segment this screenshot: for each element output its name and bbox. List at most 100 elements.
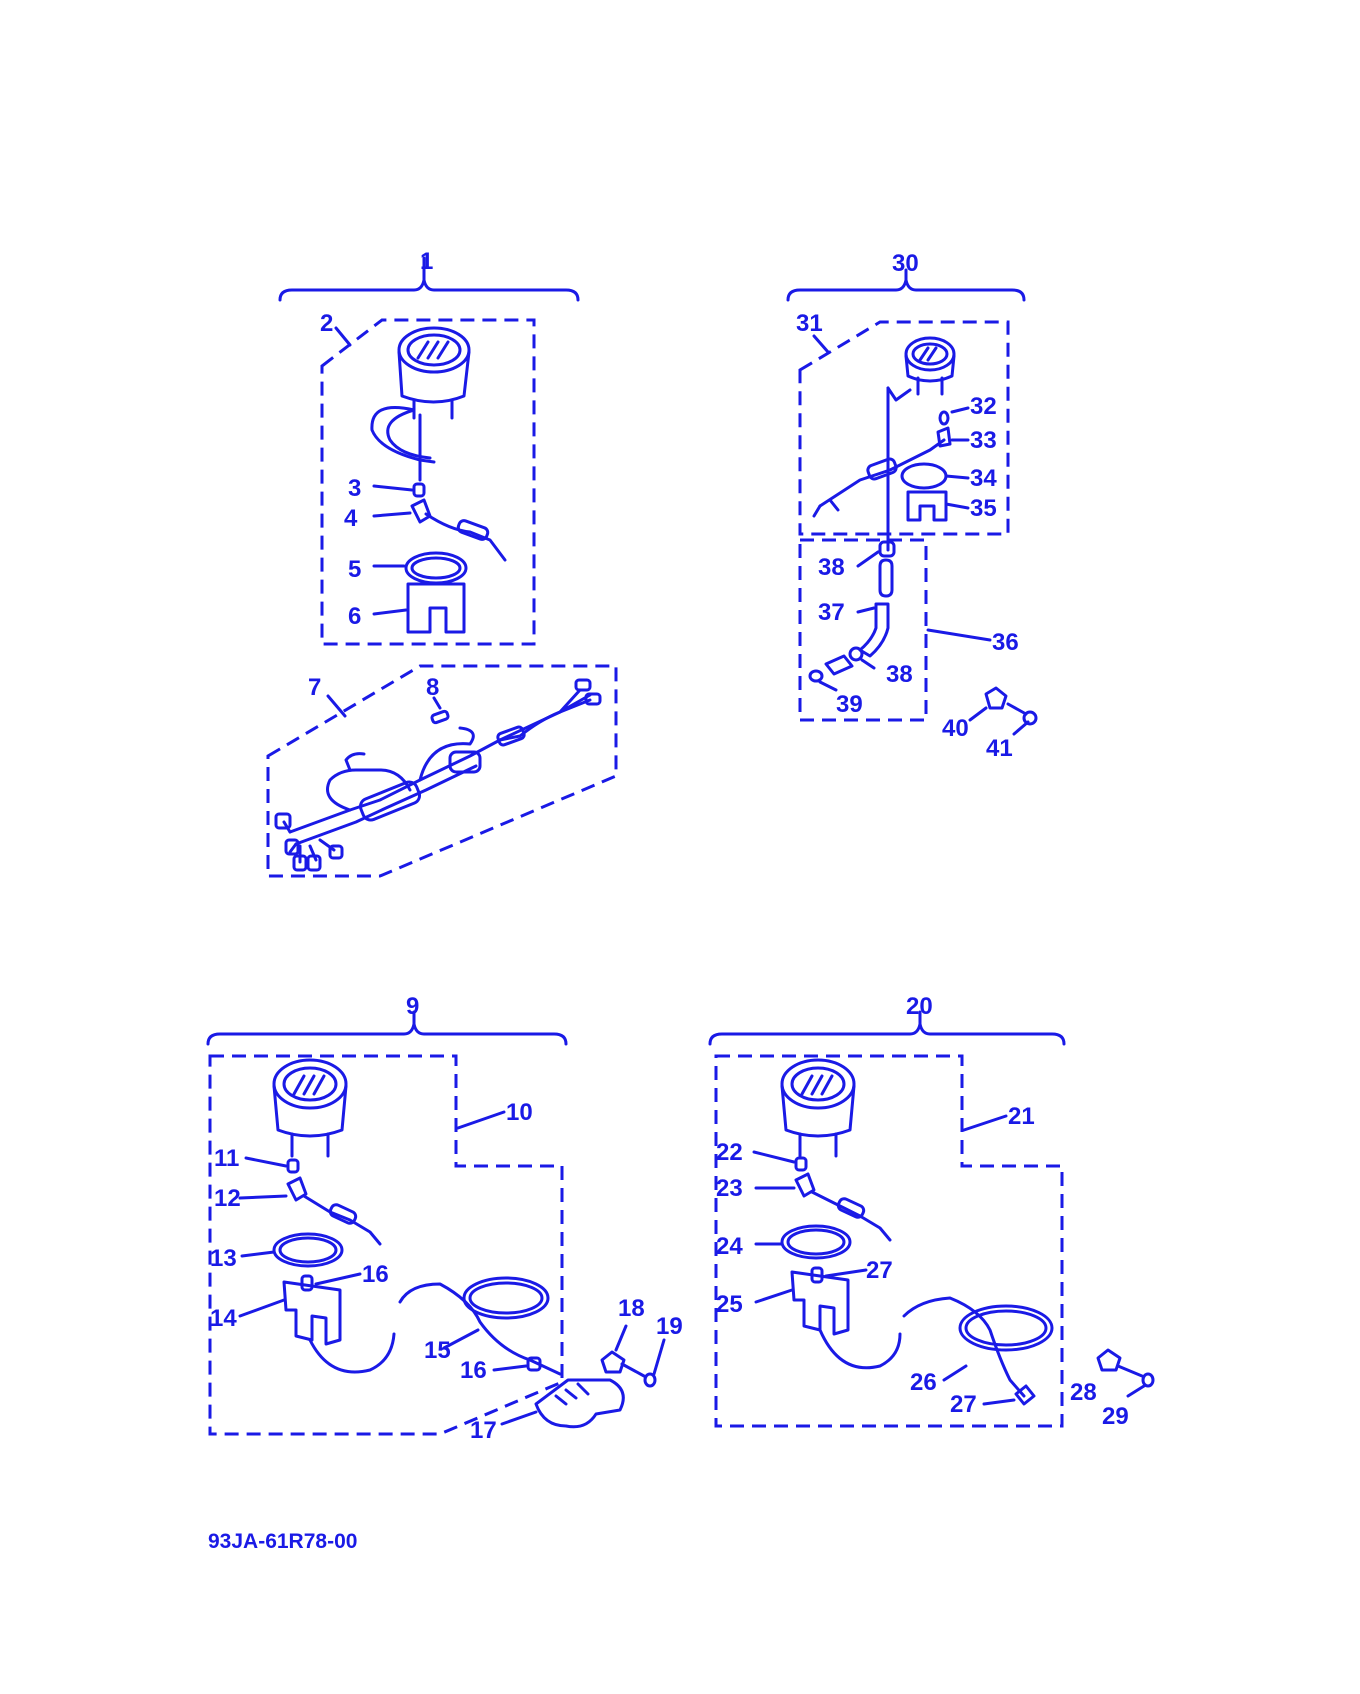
assembly-group-30: 30 31 32 33 34 35 38 37 36 38 39 40 41 — [786, 250, 1038, 762]
grommet-40-icon — [984, 686, 1008, 710]
connector-8-icon — [430, 709, 450, 725]
bracket-6-icon — [406, 582, 466, 634]
callout-3: 3 — [348, 475, 361, 502]
callout-23: 23 — [716, 1175, 743, 1202]
assembly-group-1: 2 1 3 4 5 6 — [278, 248, 580, 646]
nut-38-bottom-icon — [848, 646, 864, 662]
leader-10 — [456, 1110, 506, 1130]
callout-27: 27 — [866, 1257, 893, 1284]
gauge-9-icon — [272, 1058, 348, 1158]
lead-wire-31-icon — [818, 438, 946, 508]
leader-2 — [334, 326, 352, 347]
bracket-20 — [708, 1022, 1066, 1046]
callout-29: 29 — [1102, 1403, 1129, 1430]
kit-box-10 — [208, 1054, 564, 1436]
kit-box-21 — [714, 1054, 1064, 1428]
callout-28: 28 — [1070, 1379, 1097, 1406]
callout-12: 12 — [214, 1185, 241, 1212]
leader-7 — [326, 694, 347, 718]
lead-wire-12-icon — [302, 1194, 382, 1246]
callout-2: 2 — [320, 310, 333, 337]
leader-21 — [962, 1114, 1008, 1132]
wire-harness-7-icon — [274, 678, 602, 872]
gauge-icon — [397, 326, 471, 420]
callout-4: 4 — [344, 505, 358, 532]
callout-22: 22 — [716, 1139, 743, 1166]
callout-8: 8 — [426, 674, 439, 701]
hose-26a-icon — [818, 1328, 902, 1370]
bracket-1 — [278, 278, 580, 302]
callout-27b: 27 — [950, 1391, 977, 1418]
callout-16: 16 — [362, 1261, 389, 1288]
leader-31 — [812, 334, 830, 354]
callout-7: 7 — [308, 674, 321, 701]
ring-34-icon — [900, 462, 948, 490]
nut-3-icon — [412, 482, 426, 498]
clip-27b-icon — [1014, 1384, 1036, 1406]
callout-5: 5 — [348, 556, 361, 583]
assembly-group-7: 7 8 — [266, 664, 618, 878]
callout-18: 18 — [618, 1295, 645, 1322]
callout-21: 21 — [1008, 1103, 1035, 1130]
pickup-17-icon — [534, 1378, 625, 1429]
screw-19-icon — [643, 1372, 657, 1388]
nut-11-icon — [286, 1158, 300, 1174]
callout-30: 30 — [892, 250, 919, 277]
leader-36 — [926, 628, 992, 642]
nut-38-top-icon — [878, 540, 896, 558]
bracket-35-icon — [906, 490, 948, 522]
callout-31: 31 — [796, 310, 823, 337]
callout-26: 26 — [910, 1369, 937, 1396]
gauge-20-icon — [780, 1058, 856, 1158]
callout-17: 17 — [470, 1417, 497, 1444]
ring-24-icon — [780, 1224, 852, 1260]
callout-41: 41 — [986, 735, 1013, 762]
callout-34: 34 — [970, 465, 997, 492]
terminal-23-icon — [794, 1172, 816, 1198]
callout-40: 40 — [942, 715, 969, 742]
callout-20: 20 — [906, 993, 933, 1020]
callout-10: 10 — [506, 1099, 533, 1126]
terminal-12-icon — [286, 1176, 308, 1202]
ring-13-icon — [272, 1232, 344, 1268]
callout-11: 11 — [214, 1145, 239, 1172]
small-gauge-icon — [904, 336, 956, 396]
callout-33: 33 — [970, 427, 997, 454]
callout-25: 25 — [716, 1291, 743, 1318]
callout-14: 14 — [210, 1305, 237, 1332]
callout-1: 1 — [420, 248, 433, 275]
bracket-14-icon — [282, 1280, 342, 1346]
hose-26-icon — [902, 1296, 1026, 1398]
hose-coil-icon — [462, 1276, 550, 1320]
kit-box-36 — [798, 538, 928, 722]
callout-32: 32 — [970, 393, 997, 420]
drawing-code: 93JA-61R78-00 — [208, 1530, 357, 1553]
callout-35: 35 — [970, 495, 997, 522]
callout-6: 6 — [348, 603, 361, 630]
terminal-33-icon — [936, 426, 952, 448]
nut-32-icon — [938, 410, 950, 426]
hose-37a-icon — [878, 558, 894, 598]
clip-27-icon — [810, 1266, 824, 1284]
grommet-28-icon — [1096, 1348, 1122, 1372]
assembly-group-9: 9 10 11 12 13 16 14 15 16 17 18 19 — [206, 993, 683, 1444]
hose-coil-26-icon — [958, 1304, 1054, 1352]
bracket-9 — [206, 1022, 568, 1046]
nut-22-icon — [794, 1156, 808, 1172]
hose-37-icon — [858, 602, 890, 658]
wire-icon — [386, 408, 432, 460]
callout-15: 15 — [424, 1337, 451, 1364]
clip-16-icon — [300, 1274, 314, 1292]
assembly-group-20: 20 21 22 23 24 27 25 26 27 28 29 — [708, 993, 1155, 1430]
screw-29-icon — [1141, 1372, 1155, 1388]
kit-box-7 — [266, 664, 618, 878]
grommet-18-icon — [600, 1350, 626, 1374]
callout-37: 37 — [818, 599, 845, 626]
bracket-25-icon — [790, 1270, 850, 1336]
callout-24: 24 — [716, 1233, 743, 1260]
kit-box-31 — [798, 320, 1010, 536]
callout-9: 9 — [406, 993, 419, 1020]
callout-39: 39 — [836, 691, 863, 718]
clip-16b-icon — [526, 1356, 542, 1372]
